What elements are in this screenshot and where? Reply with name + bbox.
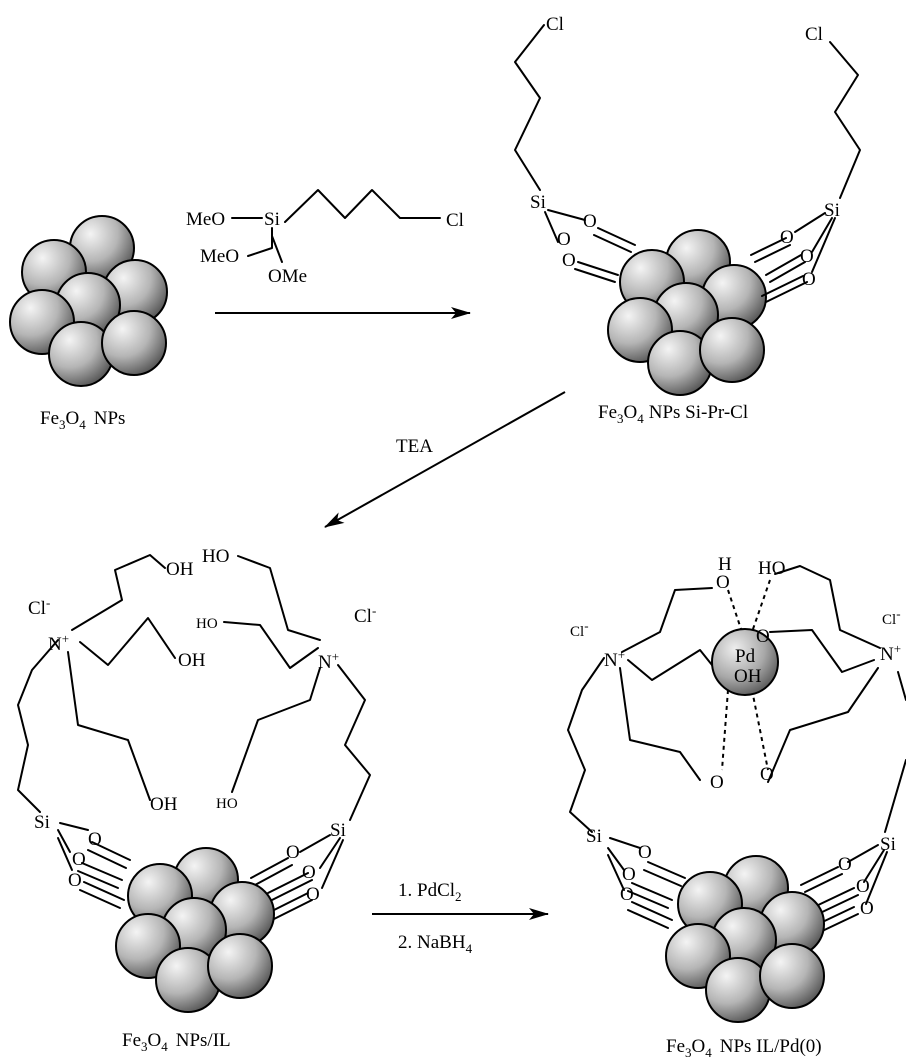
oxygen-label: O xyxy=(88,829,102,850)
hydroxyl-label: HO xyxy=(216,796,238,812)
oxygen-label: O xyxy=(583,211,597,232)
oxygen-label: O xyxy=(306,884,320,905)
hydroxyl-label: OH xyxy=(178,650,206,671)
si-label: Si xyxy=(880,834,896,855)
oxygen-label: O xyxy=(620,884,634,905)
oxygen-label: O xyxy=(860,898,874,919)
ammonium-label: N+ xyxy=(48,631,69,655)
oxygen-label: O xyxy=(710,772,724,793)
oxygen-label: O xyxy=(756,626,770,647)
chloride-label: Cl- xyxy=(882,606,901,628)
ammonium-label: N+ xyxy=(880,641,901,665)
oxygen-label: O xyxy=(856,876,870,897)
methoxy-label: OMe xyxy=(268,266,307,287)
chloride-label: Cl- xyxy=(354,603,376,627)
oxygen-label: O xyxy=(838,854,852,875)
si-label: Si xyxy=(34,812,50,833)
palladium-label: Pd xyxy=(735,646,756,667)
nanoparticle-cluster-1 xyxy=(9,215,168,387)
ammonium-label: N+ xyxy=(318,649,339,673)
oxygen-label: O xyxy=(68,870,82,891)
tea-label: TEA xyxy=(396,436,433,457)
hydroxyl-label: OH xyxy=(166,559,194,580)
hydroxyl-label: HO xyxy=(202,546,229,567)
pd-complex: Pd OH H O HO O O O Cl- N+ Cl- N+ xyxy=(567,554,906,833)
si-label: Si xyxy=(586,826,602,847)
si-label: Si xyxy=(330,820,346,841)
pd-silane-linkers: Si O O O Si O O O xyxy=(586,759,906,934)
chloride-label: Cl- xyxy=(570,618,589,640)
silane-linker-left: Cl Si O O O xyxy=(514,14,636,283)
hydroxyl-label: HO xyxy=(196,616,218,632)
oxygen-label: O xyxy=(562,250,576,271)
hydroxyl-label: OH xyxy=(734,666,762,687)
ionic-liquid-left-arm: Cl- N+ OH OH OH Si O O O xyxy=(17,554,206,909)
silane-linker-right: Cl Si O O O xyxy=(750,24,861,303)
reaction-arrow-tea xyxy=(324,391,566,528)
oxygen-label: O xyxy=(72,849,86,870)
hydroxyl-label: OH xyxy=(150,794,178,815)
oxygen-label: O xyxy=(800,246,814,267)
methoxy-label: MeO xyxy=(186,209,225,230)
oxygen-label: O xyxy=(302,862,316,883)
oxygen-label: O xyxy=(557,229,571,250)
step-2-label: 2. NaBH4 xyxy=(398,932,473,956)
si-label: Si xyxy=(530,192,546,213)
nanoparticle-cluster-2 xyxy=(607,229,767,396)
oxygen-label: O xyxy=(286,842,300,863)
pd-nanoparticle xyxy=(711,628,779,696)
oxygen-label: O xyxy=(638,842,652,863)
si-label: Si xyxy=(824,200,840,221)
chlorine-label: Cl xyxy=(805,24,823,45)
chlorine-label: Cl xyxy=(446,210,464,231)
ionic-liquid-right-arm: HO HO HO Cl- N+ Si O O O xyxy=(196,546,376,921)
silane-reagent: MeO Si MeO OMe Cl xyxy=(186,189,464,287)
nanoparticle-cluster-3 xyxy=(115,847,275,1013)
si-label: Si xyxy=(264,209,280,230)
step-1-label: 1. PdCl2 xyxy=(398,880,462,904)
chloride-label: Cl- xyxy=(28,595,50,619)
oxygen-label: O xyxy=(780,227,794,248)
nanoparticle-cluster-4 xyxy=(665,855,825,1023)
chlorine-label: Cl xyxy=(546,14,564,35)
ammonium-label: N+ xyxy=(604,647,625,671)
oxygen-label: O xyxy=(760,764,774,785)
oxygen-label: O xyxy=(716,572,730,593)
oxygen-label: O xyxy=(622,864,636,885)
methoxy-label: MeO xyxy=(200,246,239,267)
hydroxyl-label: HO xyxy=(758,558,785,579)
oxygen-label: O xyxy=(802,269,816,290)
hydrogen-label: H xyxy=(718,554,732,575)
